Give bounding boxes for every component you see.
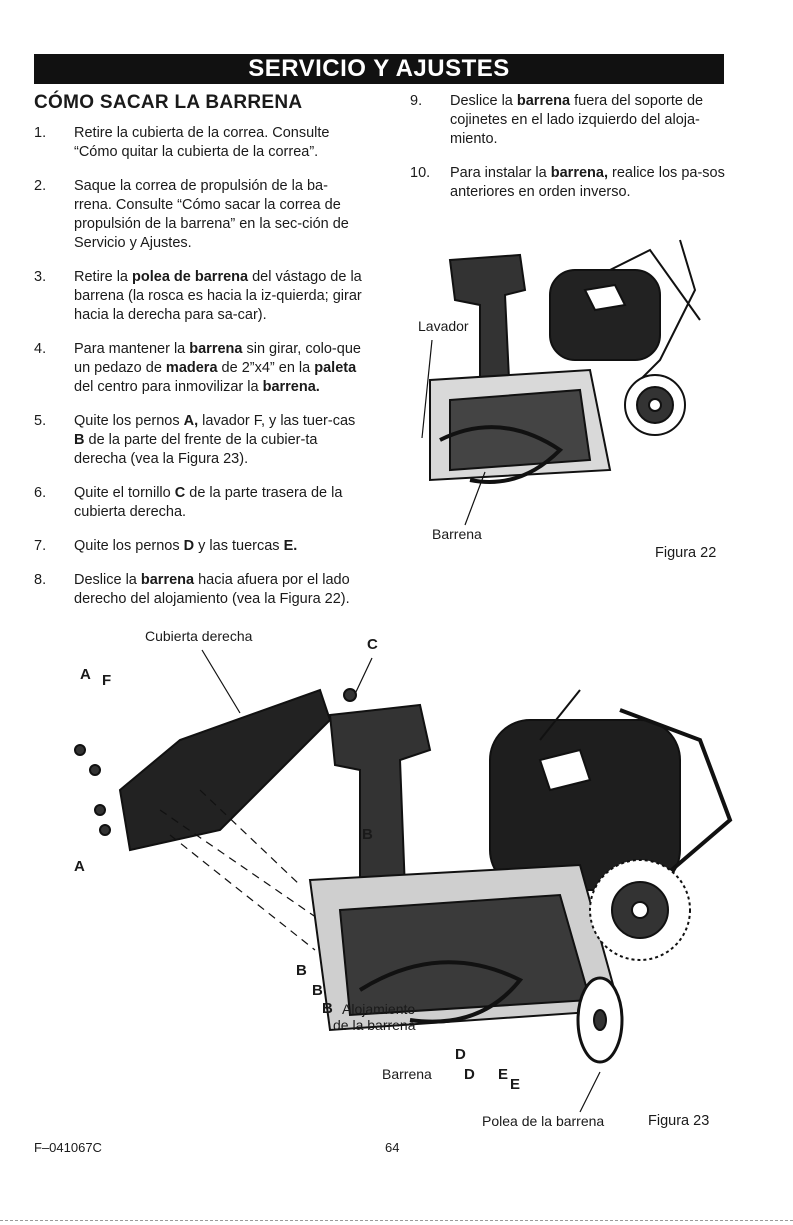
- page-banner: SERVICIO Y AJUSTES: [34, 54, 724, 84]
- step-text: Quite los pernos: [74, 538, 184, 554]
- fig23-label-f: F: [102, 672, 112, 689]
- step-text-bold: polea de barrena: [132, 269, 249, 285]
- step-text: fuera del soporte de cojinetes en el lad…: [450, 93, 704, 147]
- step-text: lavador F, y las tuer-cas: [198, 413, 356, 429]
- step-number: 8.: [34, 572, 47, 588]
- fig23-leader-c: [354, 657, 373, 695]
- step-text-bold: paleta: [314, 360, 357, 376]
- page-number: 64: [385, 1140, 400, 1155]
- step-text-bold: barrena: [140, 572, 195, 588]
- step-text: del centro para inmovilizar la: [74, 379, 263, 395]
- step-number: 6.: [34, 485, 47, 501]
- step-item: 4. Para mantener la barrena sin girar, co…: [34, 340, 364, 397]
- fig23-label-barrena: Barrena: [382, 1066, 432, 1082]
- step-text: del vástago de la barrena (la rosca es h…: [74, 269, 362, 323]
- fig23-label-alojamiento-line1: Alojamiento: [342, 1001, 416, 1017]
- step-text-bold: E.: [283, 538, 298, 554]
- fig23-label-a-top: A: [80, 666, 91, 683]
- fig23-label-b1: B: [362, 826, 373, 843]
- step-text-bold: barrena,: [550, 165, 608, 181]
- fig23-label-cubierta-derecha: Cubierta derecha: [145, 628, 253, 644]
- section-title: CÓMO SACAR LA BARRENA: [34, 92, 303, 113]
- step-number: 9.: [410, 93, 423, 109]
- step-item: 6. Quite el tornillo C de la parte traser…: [34, 484, 364, 522]
- step-item: 1. Retire la cubierta de la correa. Consu…: [34, 124, 364, 162]
- step-text: Retire la: [74, 269, 133, 285]
- step-text: de la parte del frente de la cubier-ta d…: [74, 432, 318, 467]
- step-number: 4.: [34, 341, 47, 357]
- figure-23-caption: Figura 23: [648, 1113, 710, 1129]
- fig23-label-d2: D: [464, 1066, 475, 1083]
- step-text: Quite el tornillo: [74, 485, 175, 501]
- figure-22-illustration: [429, 239, 701, 484]
- fig23-label-polea: Polea de la barrena: [482, 1113, 605, 1129]
- document-code: F–041067C: [34, 1140, 102, 1155]
- fig23-leader-polea: [579, 1071, 601, 1113]
- step-text-bold: C: [174, 485, 186, 501]
- step-item: 5. Quite los pernos A, lavador F, y las t…: [34, 412, 364, 469]
- step-number: 2.: [34, 178, 47, 194]
- step-number: 7.: [34, 538, 47, 554]
- step-text-bold: A,: [183, 413, 199, 429]
- fig23-leader-cubierta: [201, 649, 241, 714]
- fig23-label-a-bottom: A: [74, 858, 85, 875]
- step-item: 2. Saque la correa de propulsión de la ba…: [34, 177, 364, 253]
- fig22-label-lavador: Lavador: [418, 318, 469, 334]
- step-number: 5.: [34, 413, 47, 429]
- step-item: 8. Deslice la barrena hacia afuera por el…: [34, 571, 364, 609]
- step-text-bold: barrena: [516, 93, 571, 109]
- fig23-label-b3: B: [312, 982, 323, 999]
- step-number: 3.: [34, 269, 47, 285]
- steps-list-right: 9. Deslice la barrena fuera del soporte d…: [410, 92, 730, 217]
- step-text: Deslice la: [74, 572, 141, 588]
- step-item: 9. Deslice la barrena fuera del soporte d…: [410, 92, 730, 149]
- step-text-bold: barrena.: [262, 379, 320, 395]
- step-text: Deslice la: [450, 93, 517, 109]
- step-text: sin girar, colo-que un pedazo de: [74, 341, 361, 376]
- step-text-bold: D: [183, 538, 195, 554]
- figure-22-caption: Figura 22: [655, 545, 717, 561]
- step-number: 10.: [410, 165, 431, 181]
- step-text: Para instalar la: [450, 165, 551, 181]
- step-text: y las tuercas: [194, 538, 284, 554]
- step-text: Saque la correa de propulsión de la ba-r…: [74, 178, 349, 251]
- step-number: 1.: [34, 125, 47, 141]
- step-text-bold: barrena: [189, 341, 243, 357]
- fig23-label-e1: E: [498, 1066, 509, 1083]
- figure-23-illustration: [74, 688, 733, 1064]
- step-item: 10. Para instalar la barrena, realice los…: [410, 164, 730, 202]
- bottom-rule: [0, 1220, 793, 1221]
- step-text: de la parte trasera de la cubierta derec…: [74, 485, 343, 520]
- steps-list-left: 1. Retire la cubierta de la correa. Consu…: [34, 124, 364, 624]
- fig22-label-barrena: Barrena: [432, 526, 482, 542]
- fig23-label-e2: E: [510, 1076, 521, 1093]
- step-text: de 2”x4” en la: [217, 360, 315, 376]
- fig23-label-alojamiento-line2: de la barrena: [333, 1017, 416, 1033]
- step-text: hacia afuera por el lado derecho del alo…: [74, 572, 350, 607]
- fig23-label-d1: D: [455, 1046, 466, 1063]
- fig23-label-b2: B: [296, 962, 307, 979]
- step-item: 3. Retire la polea de barrena del vástago…: [34, 268, 364, 325]
- fig22-leader-barrena: [464, 471, 486, 526]
- step-text-bold: B: [74, 432, 85, 448]
- fig22-leader-lavador: [421, 339, 433, 439]
- fig23-label-c: C: [367, 636, 378, 653]
- step-text: Para mantener la: [74, 341, 190, 357]
- step-text-bold: madera: [165, 360, 218, 376]
- fig23-label-b4: B: [322, 1000, 333, 1017]
- step-text: Quite los pernos: [74, 413, 184, 429]
- step-item: 7. Quite los pernos D y las tuercas E.: [34, 537, 364, 556]
- step-text: realice los pa-sos anteriores en orden i…: [450, 165, 725, 200]
- step-text: Retire la cubierta de la correa. Consult…: [74, 125, 330, 160]
